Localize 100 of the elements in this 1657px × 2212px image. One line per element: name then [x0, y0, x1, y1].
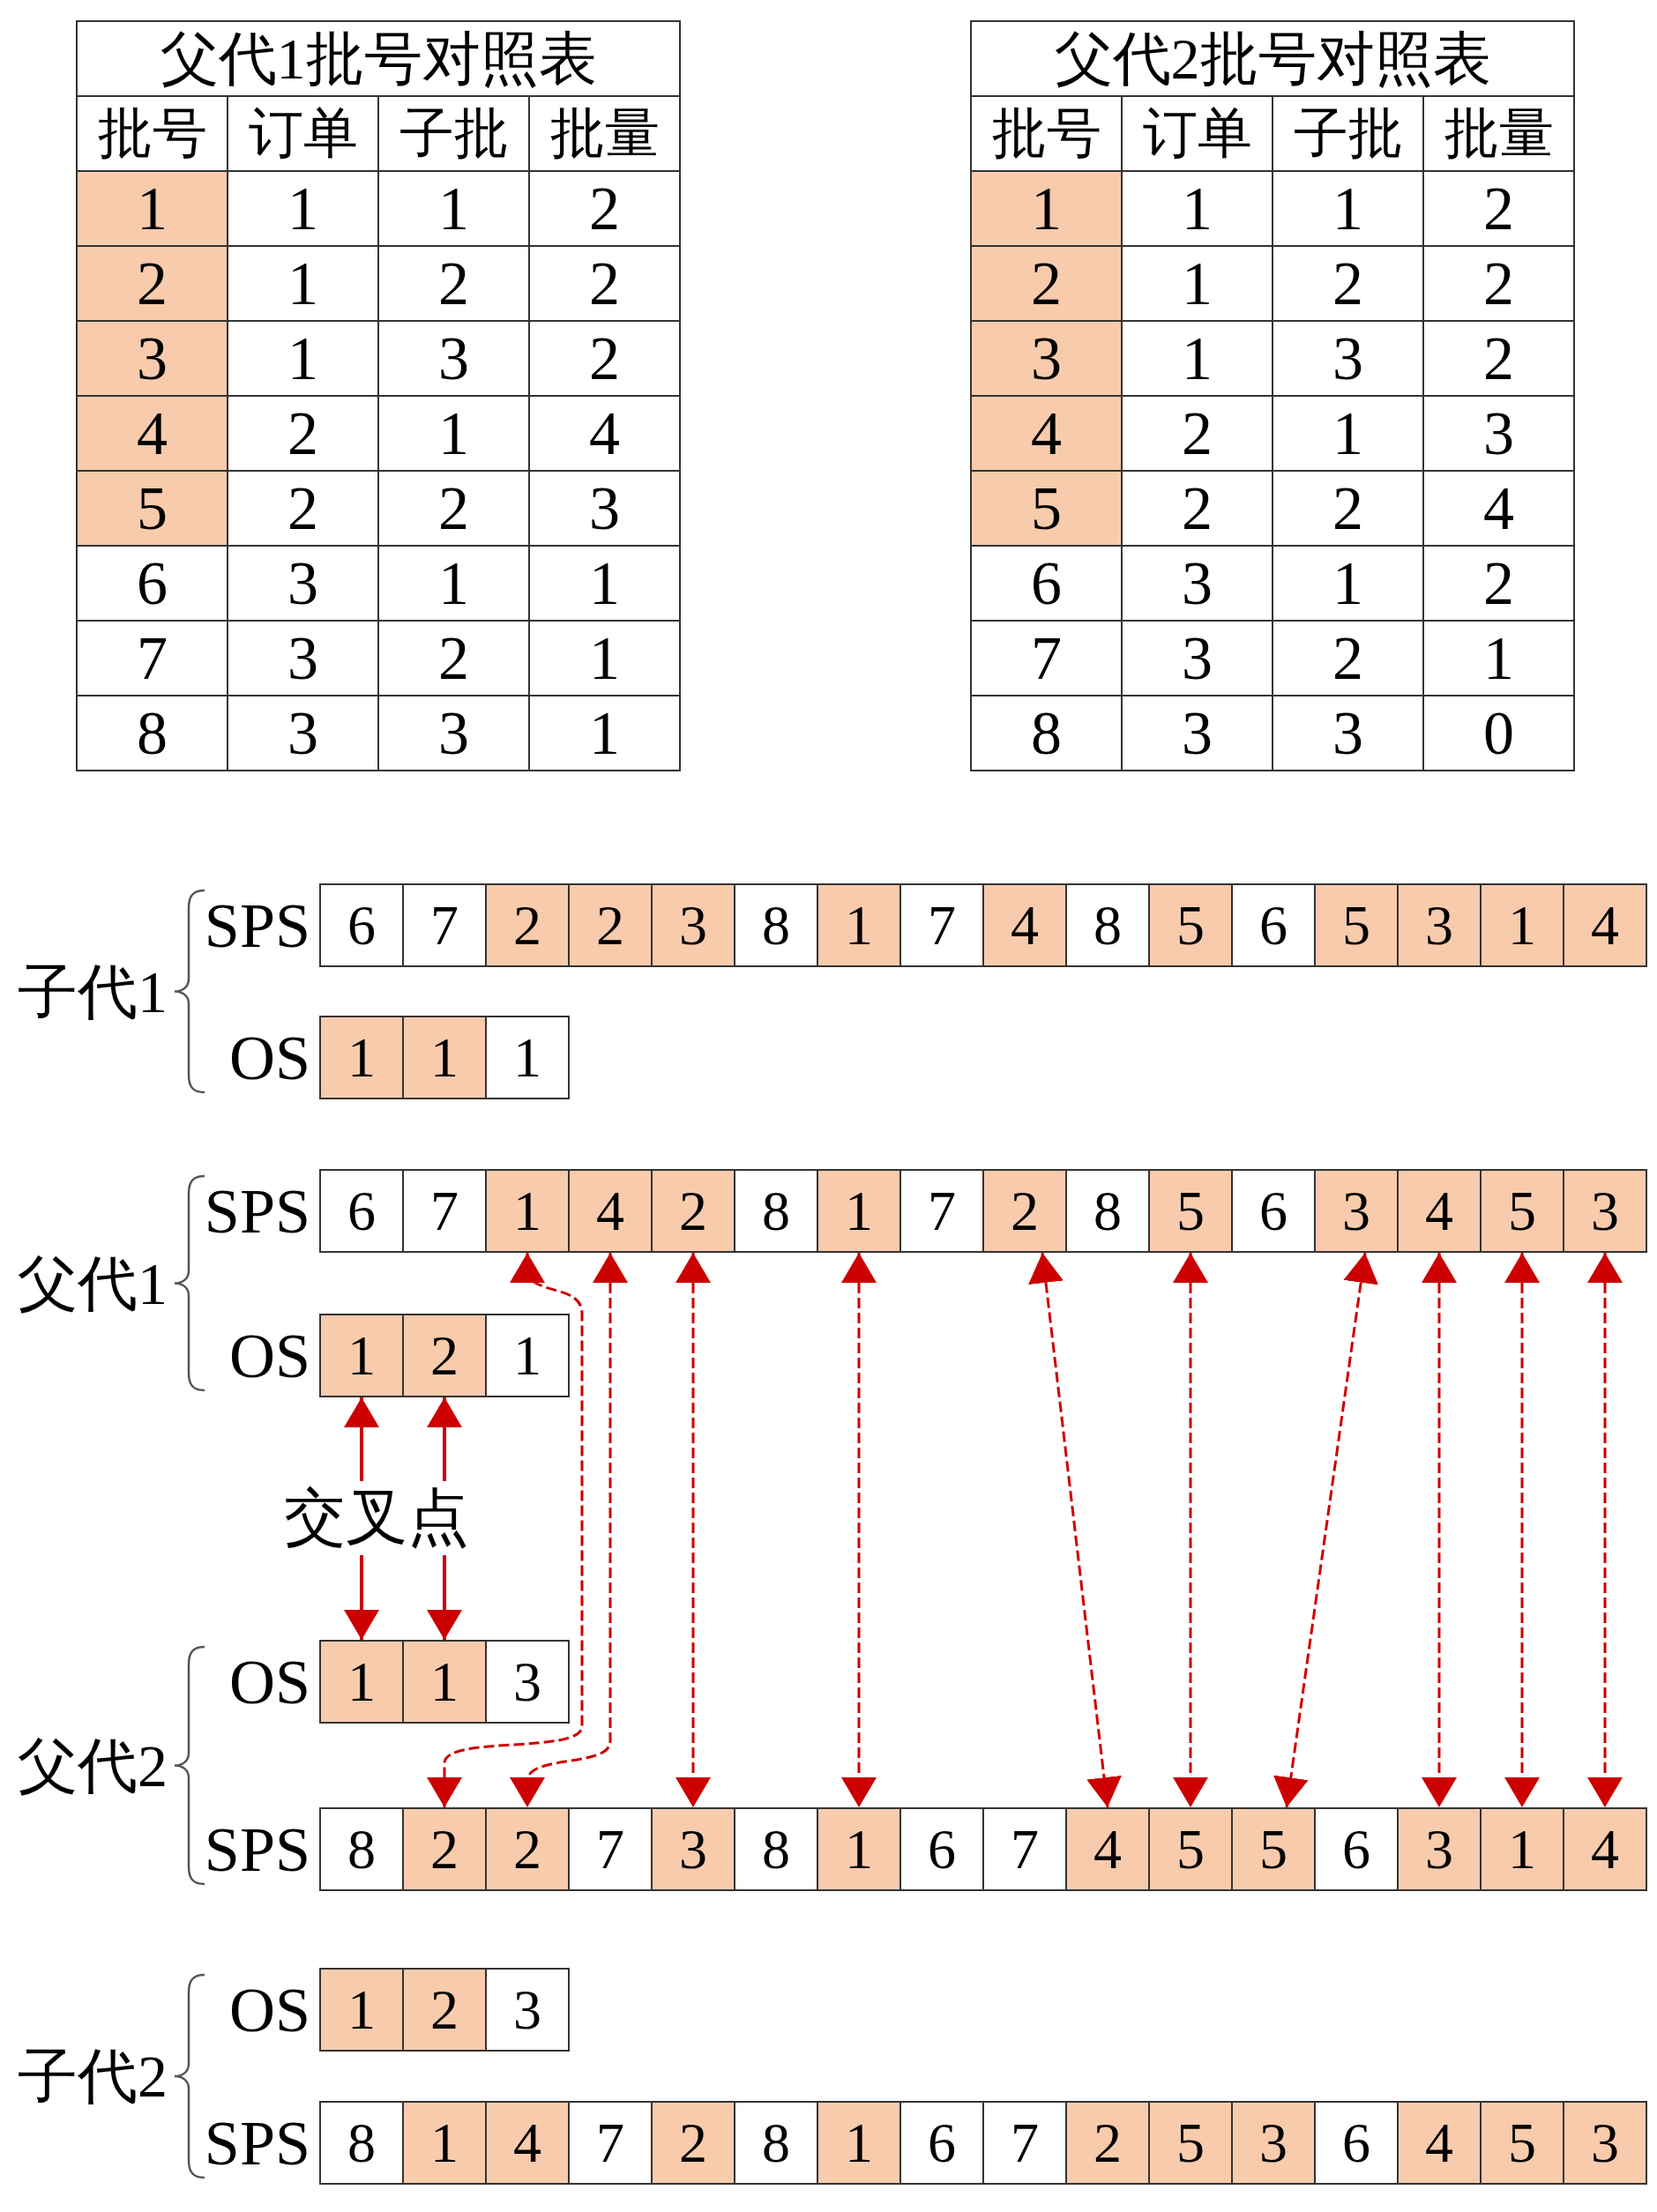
group-label: 父代2: [18, 1731, 168, 1801]
table-cell: 0: [1422, 695, 1575, 771]
sequence-cell: 7: [568, 1807, 653, 1891]
table-cell: 1: [76, 170, 228, 247]
table-cell: 8: [970, 695, 1123, 771]
dashed-double-headed-arrow: [675, 1253, 711, 1807]
sequence-cell: 3: [485, 1968, 570, 2052]
crossover-point-label: 交叉点: [284, 1481, 469, 1555]
sequence-cell: 5: [1148, 2101, 1233, 2185]
sequence-cell: 2: [402, 1314, 487, 1397]
sequence-cell: 1: [817, 883, 901, 967]
sequence-cell: 1: [817, 1169, 901, 1253]
sequence-cell: 2: [1065, 2101, 1150, 2185]
table-title: 父代1批号对照表: [76, 20, 681, 97]
sequence-cell: 3: [485, 1640, 570, 1724]
sequence-cell: 8: [1065, 883, 1150, 967]
sequence-cell: 1: [402, 1640, 487, 1724]
sequence-cell: 1: [817, 1807, 901, 1891]
sequence-cell: 5: [1480, 1169, 1564, 1253]
sequence-cell: 2: [651, 2101, 735, 2185]
row-label: OS: [228, 1021, 310, 1095]
table-cell: 3: [76, 320, 228, 397]
sequence-cell: 7: [402, 883, 487, 967]
sequence-cell: 1: [319, 1640, 404, 1724]
sequence-cell: 8: [734, 883, 818, 967]
table-cell: 8: [76, 695, 228, 771]
sequence-cell: 1: [485, 1314, 570, 1397]
table-cell: 4: [76, 395, 228, 472]
sequence-cell: 2: [982, 1169, 1067, 1253]
table-cell: 5: [76, 470, 228, 547]
sequence-cell: 8: [319, 2101, 404, 2185]
sequence-cell: 8: [734, 1807, 818, 1891]
arrow: [427, 1555, 462, 1640]
sequence-cell: 3: [1563, 1169, 1647, 1253]
sequence-cell: 4: [1397, 1169, 1482, 1253]
sequence-cell: 1: [319, 1016, 404, 1099]
dashed-double-headed-arrow: [510, 1253, 628, 1807]
sequence-cell: 4: [1563, 883, 1647, 967]
sequence-cell: 3: [651, 883, 735, 967]
sequence-cell: 2: [485, 883, 570, 967]
arrow: [344, 1397, 379, 1481]
sequence-cell: 8: [319, 1807, 404, 1891]
sequence-cell: 2: [651, 1169, 735, 1253]
arrow: [344, 1555, 379, 1640]
sequence-cell: 6: [319, 883, 404, 967]
sequence-cell: 7: [982, 1807, 1067, 1891]
sequence-cell: 6: [899, 1807, 984, 1891]
sequence-cell: 3: [1231, 2101, 1316, 2185]
sequence-cell: 4: [1397, 2101, 1482, 2185]
group-label: 子代2: [18, 2042, 168, 2111]
sequence-cell: 5: [1231, 1807, 1316, 1891]
sequence-cell: 2: [485, 1807, 570, 1891]
sequence-cell: 5: [1148, 1807, 1233, 1891]
sequence-cell: 3: [1314, 1169, 1399, 1253]
sequence-cell: 5: [1480, 2101, 1564, 2185]
sequence-cell: 7: [899, 1169, 984, 1253]
sequence-cell: 1: [817, 2101, 901, 2185]
sequence-cell: 1: [485, 1016, 570, 1099]
sequence-cell: 6: [319, 1169, 404, 1253]
sequence-cell: 3: [1397, 883, 1482, 967]
sequence-cell: 8: [734, 1169, 818, 1253]
dashed-double-headed-arrow: [1028, 1252, 1122, 1808]
sequence-cell: 1: [402, 1016, 487, 1099]
sequence-cell: 1: [319, 1314, 404, 1397]
sequence-cell: 1: [485, 1169, 570, 1253]
sequence-cell: 5: [1148, 1169, 1233, 1253]
sequence-cell: 8: [734, 2101, 818, 2185]
sequence-cell: 6: [1314, 2101, 1399, 2185]
dashed-double-headed-arrow: [1273, 1252, 1379, 1808]
table-cell: 1: [528, 695, 681, 771]
sequence-cell: 7: [402, 1169, 487, 1253]
arrow: [427, 1397, 462, 1481]
dashed-double-headed-arrow: [1504, 1253, 1540, 1807]
sequence-cell: 4: [982, 883, 1067, 967]
row-label: OS: [228, 1973, 310, 2047]
sequence-cell: 3: [651, 1807, 735, 1891]
sequence-cell: 6: [1231, 883, 1316, 967]
sequence-cell: 7: [568, 2101, 653, 2185]
sequence-cell: 3: [1563, 2101, 1647, 2185]
sequence-cell: 5: [1148, 883, 1233, 967]
table-cell: 2: [970, 245, 1123, 322]
row-label: SPS: [204, 2106, 310, 2180]
table-cell: 3: [970, 320, 1123, 397]
sequence-cell: 6: [1231, 1169, 1316, 1253]
sequence-cell: 1: [319, 1968, 404, 2052]
dashed-double-headed-arrow: [1587, 1253, 1623, 1807]
sequence-cell: 4: [1563, 1807, 1647, 1891]
sequence-cell: 7: [899, 883, 984, 967]
sequence-cell: 5: [1314, 883, 1399, 967]
sequence-cell: 7: [982, 2101, 1067, 2185]
sequence-cell: 1: [402, 2101, 487, 2185]
sequence-cell: 6: [1314, 1807, 1399, 1891]
sequence-cell: 2: [402, 1807, 487, 1891]
table-cell: 5: [970, 470, 1123, 547]
sequence-cell: 6: [899, 2101, 984, 2185]
table-cell: 4: [970, 395, 1123, 472]
row-label: SPS: [204, 1174, 310, 1248]
sequence-cell: 3: [1397, 1807, 1482, 1891]
sequence-cell: 2: [568, 883, 653, 967]
sequence-cell: 2: [402, 1968, 487, 2052]
